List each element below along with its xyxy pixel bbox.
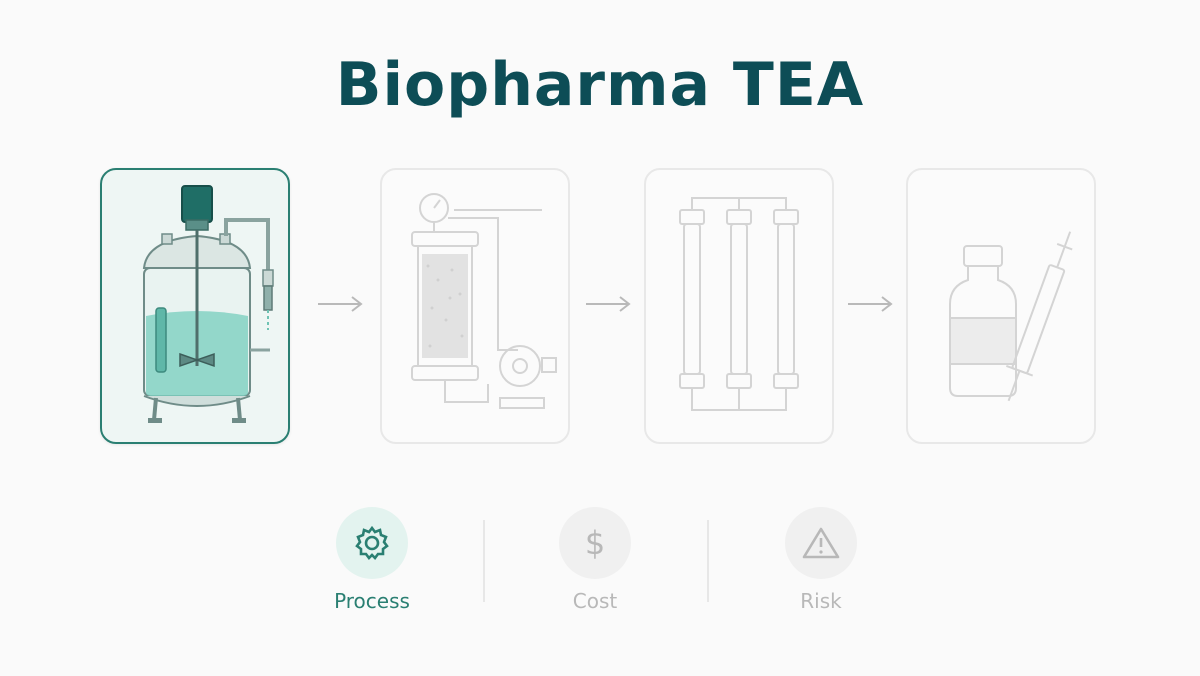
tab-cost[interactable]: $ Cost (520, 507, 670, 613)
vial-syringe-icon (949, 231, 1073, 402)
page-title: Biopharma TEA (335, 50, 865, 120)
warning-icon (802, 527, 840, 559)
arrow-right-icon (848, 296, 893, 312)
tab-risk-icon-badge (785, 507, 857, 579)
tab-risk[interactable]: Risk (746, 507, 896, 613)
tab-process[interactable]: Process (297, 507, 447, 613)
tab-risk-label: Risk (800, 589, 842, 613)
chromatography-column-icon (411, 193, 557, 409)
arrow-right-icon (318, 296, 363, 312)
bioreactor-icon (142, 185, 274, 423)
tab-cost-label: Cost (572, 589, 618, 613)
process-step-fill-finish[interactable] (906, 168, 1096, 444)
svg-text:$: $ (585, 524, 605, 562)
dollar-icon: $ (585, 524, 605, 562)
tab-cost-icon-badge: $ (559, 507, 631, 579)
process-step-filtration[interactable] (644, 168, 834, 444)
tab-divider (483, 520, 485, 602)
tab-divider (707, 520, 709, 602)
filtration-columns-icon (679, 197, 799, 411)
arrow-right-icon (586, 296, 631, 312)
tab-process-icon-badge (336, 507, 408, 579)
process-step-chromatography[interactable] (380, 168, 570, 444)
gear-icon (355, 525, 389, 560)
process-step-bioreactor[interactable] (100, 168, 290, 444)
tab-process-label: Process (334, 589, 410, 613)
